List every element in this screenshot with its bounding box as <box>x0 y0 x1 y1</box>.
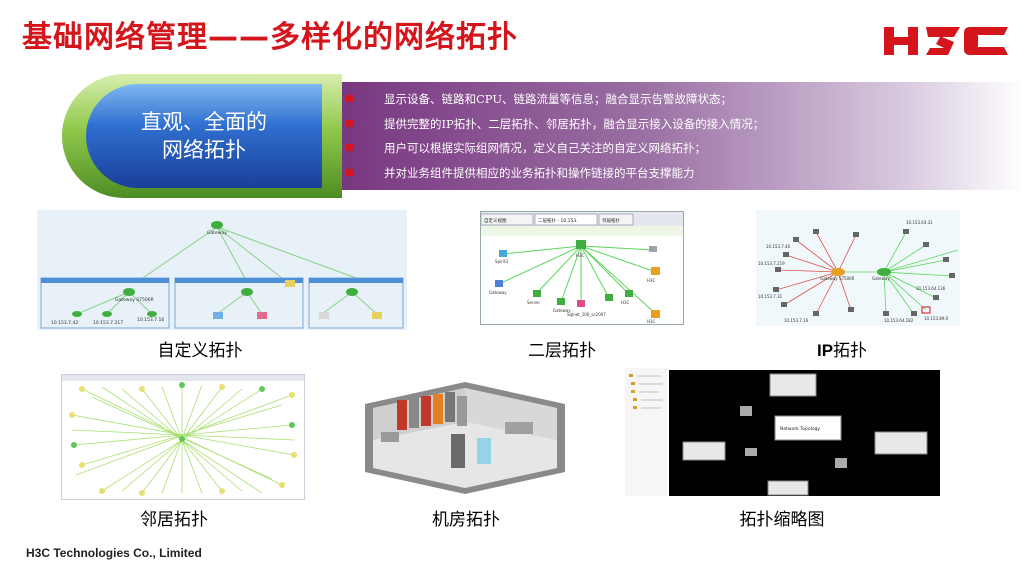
node-label: H3C <box>647 278 656 283</box>
tab-layer2: 二层拓扑 - 10.153. <box>538 217 578 224</box>
machine-room-caption: 机房拓扑 <box>432 510 500 530</box>
caption-topology: 拓扑 <box>833 341 868 361</box>
layer2-topology-screenshot: 自定义视图 二层拓扑 - 10.153. 邻居拓扑 <box>480 211 684 325</box>
custom-topology-screenshot: Gateway Gateway S7506R 10.153.7.42 10.15… <box>37 210 407 330</box>
layer2-topology-caption: 二层拓扑 <box>528 341 596 361</box>
node-label: Gateway <box>207 230 227 236</box>
node-label: Gateway <box>489 290 507 295</box>
banner-heading-line2: 网络拓扑 <box>162 138 246 162</box>
node-label: 10.153.64.31 <box>906 220 933 225</box>
tab-neighbor: 邻居拓扑 <box>602 217 620 224</box>
bullet-icon <box>346 119 353 127</box>
node-label: 10.153.7.40 <box>766 244 791 249</box>
node-label: Sqlnet_100_sc2007 <box>567 312 606 317</box>
node-label: 10.153.7.42 <box>51 320 78 326</box>
node-label: Spirit3 <box>495 259 509 264</box>
node-label: 10.153.89.0 <box>924 316 949 321</box>
bullet-icon <box>346 144 353 151</box>
overview-center-label: Network Topology <box>780 426 820 432</box>
node-label: 10.153.7.31 <box>758 294 783 299</box>
node-label: Gateway <box>872 276 890 281</box>
banner-heading: 直观、全面的 网络拓扑 <box>86 84 322 188</box>
node-label: 10.153.7.217 <box>93 320 123 326</box>
page-title: 基础网络管理——多样化的网络拓扑 <box>22 20 518 55</box>
feature-item: 并对业务组件提供相应的业务拓扑和操作链接的平台支撑能力 <box>346 164 1006 189</box>
neighbor-topology-screenshot <box>61 374 305 500</box>
bullet-icon <box>346 168 353 176</box>
bullet-icon <box>346 95 353 102</box>
feature-item: 用户可以根据实际组网情况，定义自己关注的自定义网络拓扑； <box>346 139 1006 164</box>
node-label: H3C <box>647 319 656 324</box>
feature-item: 提供完整的IP拓扑、二层拓扑、邻居拓扑，融合显示接入设备的接入情况； <box>346 115 1006 140</box>
node-label: H3C <box>621 300 630 305</box>
ip-topology-caption: IP拓扑 <box>772 336 912 361</box>
node-label: 10.153.64.136 <box>916 286 946 291</box>
footer-company: H3C Technologies Co., Limited <box>26 546 202 560</box>
neighbor-topology-caption: 邻居拓扑 <box>140 510 208 530</box>
node-label: H3C <box>576 253 585 258</box>
ip-topology-screenshot: 10.153.7.40 10.153.7.219 10.153.7.31 10.… <box>756 210 960 326</box>
node-label: Gateway S7506R <box>820 276 855 281</box>
caption-ip: IP <box>816 341 834 360</box>
node-label: 10.153.7.16 <box>784 318 809 323</box>
node-label: 10.153.64.182 <box>884 318 914 323</box>
node-label: Gateway S7506R <box>115 297 154 303</box>
topology-overview-caption: 拓扑缩略图 <box>739 510 825 530</box>
topology-overview-screenshot: Network Topology <box>625 368 940 496</box>
tab-custom-view: 自定义视图 <box>484 217 507 224</box>
feature-item: 显示设备、链路和CPU、链路流量等信息；融合显示告警故障状态； <box>346 90 1006 115</box>
h3c-logo <box>884 27 1008 55</box>
node-label: Server <box>527 300 540 305</box>
node-label: 10.153.7.219 <box>758 261 785 266</box>
machine-room-screenshot <box>355 374 573 496</box>
custom-topology-caption: 自定义拓扑 <box>157 341 243 361</box>
node-label: 10.153.7.16 <box>137 317 164 323</box>
feature-list: 显示设备、链路和CPU、链路流量等信息；融合显示告警故障状态； 提供完整的IP拓… <box>346 90 1006 188</box>
banner-heading-line1: 直观、全面的 <box>141 110 267 134</box>
node-label: Gateway <box>553 308 571 313</box>
